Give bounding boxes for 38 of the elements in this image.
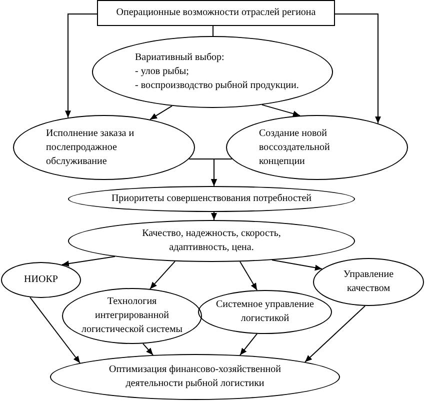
arrow xyxy=(304,305,366,363)
ellipse-node xyxy=(13,115,195,180)
arrow xyxy=(30,296,80,364)
node-text: Технология интегрированной логистической системы xyxy=(80,295,184,337)
arrow xyxy=(334,14,381,124)
ellipse-node xyxy=(62,288,202,344)
node-text: Системное управление логистикой xyxy=(215,298,315,326)
node-text: - улов рыбы; xyxy=(135,65,189,79)
node-text: Приоритеты совершенствования потребностей xyxy=(111,192,312,206)
node-text: Качество, надежность, скорость, адаптивность, цена. xyxy=(141,227,282,255)
node-text: НИОКР xyxy=(24,273,58,287)
process-box xyxy=(97,0,335,26)
arrow xyxy=(142,343,154,356)
node-text: Исполнение заказа и послепродажное обслуживание xyxy=(46,126,136,168)
ellipse-node xyxy=(313,258,424,306)
ellipse-node xyxy=(226,115,408,180)
node-text: Создание новой воссоздательной концепции xyxy=(259,126,331,168)
arrow xyxy=(272,260,322,271)
node-text: - воспроизводство рыбной продукции. xyxy=(135,79,299,93)
node-text: Операционные возможности отраслей региона xyxy=(116,6,316,20)
ellipse-node xyxy=(50,354,340,400)
ellipse-node xyxy=(1,262,81,298)
ellipse-node xyxy=(68,220,355,262)
ellipse-node xyxy=(198,290,332,334)
node-text: Вариативный выбор: xyxy=(135,51,224,65)
arrow xyxy=(240,261,258,291)
arrow xyxy=(211,212,217,220)
arrow xyxy=(211,158,232,186)
ellipse-node xyxy=(68,186,355,212)
arrow xyxy=(240,333,258,356)
node-text: Управление качеством xyxy=(342,268,395,296)
arrow xyxy=(150,260,176,290)
arrow xyxy=(262,104,300,117)
arrow xyxy=(65,14,98,118)
node-text: Оптимизация финансово-хозяйственной деятельности рыбной логистики xyxy=(108,363,282,391)
arrow xyxy=(150,105,172,120)
ellipse-node xyxy=(92,36,333,108)
arrow xyxy=(62,256,116,267)
